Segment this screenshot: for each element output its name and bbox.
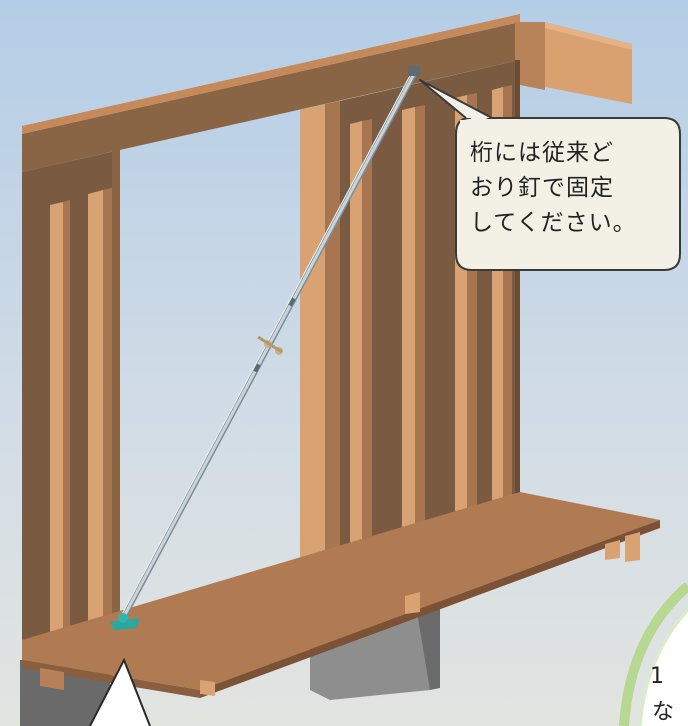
callout-bubble <box>419 79 681 271</box>
callout-text: 桁には従来ど おり釘で固定 してください。 <box>470 136 688 241</box>
callout-line-2: おり釘で固定 <box>470 175 614 201</box>
bottom-note-line-2: な <box>652 700 675 725</box>
callout-line-1: 桁には従来ど <box>470 140 614 166</box>
bottom-callout-tail <box>89 657 151 726</box>
floor-platform <box>22 492 660 698</box>
green-ring-graphic <box>619 582 688 726</box>
bottom-note-line-1: 1 <box>650 664 664 689</box>
diagonal-brace <box>110 66 420 630</box>
callout-line-3: してください。 <box>470 210 637 236</box>
